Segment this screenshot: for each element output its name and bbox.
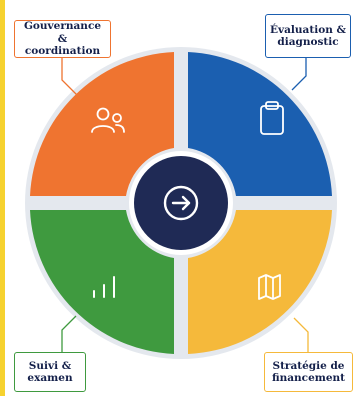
connector-evaluation: [291, 58, 307, 91]
users-icon: [91, 107, 125, 133]
label-evaluation: Évaluation & diagnostic: [265, 14, 351, 58]
left-accent-bar: [0, 0, 5, 396]
label-financing: Stratégie de financement: [264, 352, 353, 392]
segment-governance[interactable]: [30, 52, 174, 196]
map-icon: [258, 274, 281, 300]
label-financing-line1: Stratégie de: [272, 359, 345, 372]
label-evaluation-line1: Évaluation &: [270, 23, 346, 36]
segment-financing[interactable]: [188, 210, 332, 354]
label-governance-line2: coordination: [24, 45, 101, 58]
bar-chart-icon: [93, 276, 115, 298]
label-evaluation-line2: diagnostic: [277, 36, 339, 48]
label-monitoring: Suivi & examen: [14, 352, 86, 392]
connector-governance: [61, 58, 79, 97]
label-governance-line1: Gouvernance &: [23, 20, 102, 45]
label-financing-line2: financement: [271, 372, 346, 384]
arrow-right-circle-icon: [163, 185, 199, 221]
label-governance: Gouvernance & coordination: [14, 20, 111, 58]
connector-monitoring: [61, 315, 77, 352]
label-monitoring-line2: examen: [27, 372, 73, 384]
segment-monitoring[interactable]: [30, 210, 174, 354]
clipboard-icon: [260, 101, 284, 135]
connector-financing: [293, 317, 309, 352]
segment-evaluation[interactable]: [188, 52, 332, 196]
label-monitoring-line1: Suivi &: [28, 359, 72, 372]
